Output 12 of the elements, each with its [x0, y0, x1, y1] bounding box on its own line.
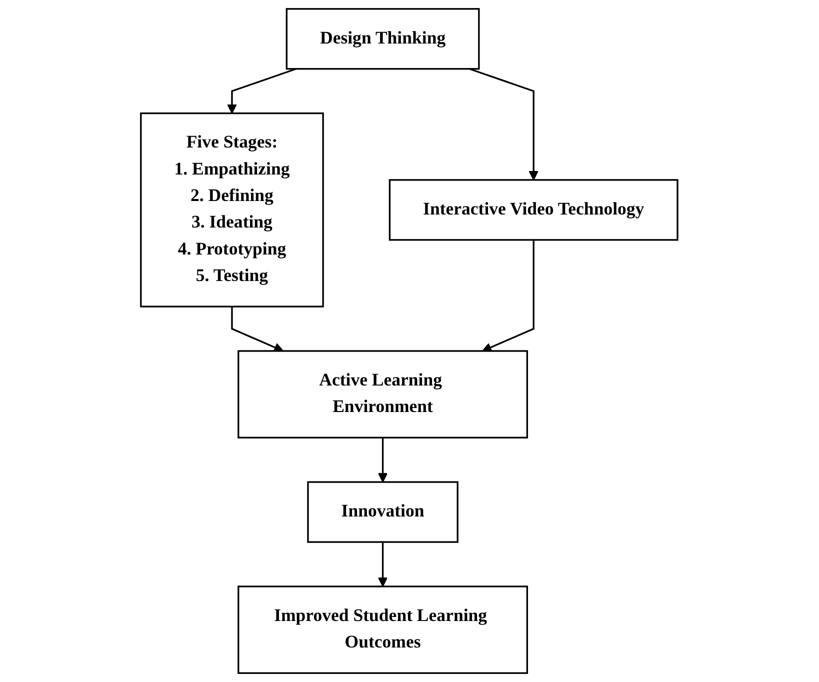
arrow — [231, 306, 284, 352]
arrow — [378, 542, 388, 587]
node-box: Improved Student Learning Outcomes — [238, 586, 528, 674]
node-box: Design Thinking — [286, 8, 480, 70]
node-box: Innovation — [307, 481, 459, 543]
arrow — [469, 68, 539, 180]
arrow — [378, 438, 388, 482]
node-box: Active Learning Environment — [238, 350, 528, 438]
arrow — [227, 68, 297, 114]
node-box: Interactive Video Technology — [389, 179, 679, 241]
arrow — [482, 240, 535, 352]
node-box: Five Stages: 1. Empathizing 2. Defining 3. Ideating 4. Prototyping 5. Testing — [140, 112, 324, 308]
